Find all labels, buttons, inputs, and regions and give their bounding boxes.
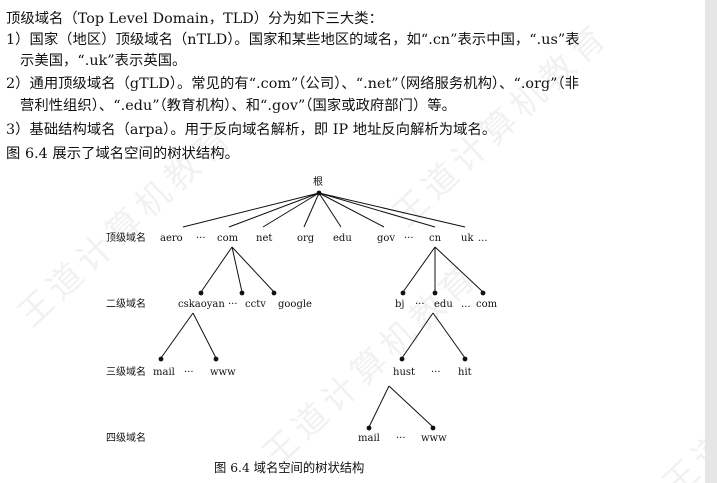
tree-node-dot [198, 290, 204, 296]
tree-edge [160, 312, 194, 359]
tree-edge [192, 312, 217, 359]
tree-node-net: net [256, 233, 272, 244]
tree-node-google: google [278, 299, 312, 310]
tree-node-dot [239, 290, 245, 296]
tree-node-com-cn: com [476, 299, 498, 310]
tree-node-dot [399, 356, 405, 362]
tree-node-gov: gov [377, 233, 395, 244]
tree-node-dot [271, 290, 277, 296]
paragraph-ntld: 1）国家（地区）顶级域名（nTLD）。国家和某些地区的域名，如“.cn”表示中国… [6, 32, 580, 48]
paragraph-ntld-cont: 示美国，“.uk”表示英国。 [20, 53, 187, 69]
tree-node-cn: cn [429, 233, 442, 244]
tree-node-dot [430, 425, 436, 431]
level-label: 顶级域名 [106, 231, 146, 244]
tree-ellipsis: ··· [404, 233, 414, 244]
tree-node-edu: edu [333, 233, 352, 244]
tree-edge [228, 192, 320, 228]
tree-edge [182, 192, 320, 228]
page-edge [705, 0, 717, 483]
tree-ellipsis: ··· [396, 433, 406, 444]
paragraph-figure-ref: 图 6.4 展示了域名空间的树状结构。 [6, 146, 239, 162]
tree-node-cskaoyan: cskaoyan [178, 299, 225, 310]
tree-edge [402, 246, 436, 293]
tree-ellipsis: ··· [184, 367, 194, 378]
tree-node-www: www [210, 367, 236, 378]
tree-node-dot [158, 356, 164, 362]
paragraph-arpa: 3）基础结构域名（arpa）。用于反向域名解析，即 IP 地址反向解析为域名。 [6, 122, 497, 138]
tree-edge [303, 192, 320, 228]
tree-edge [200, 246, 233, 293]
tree-ellipsis: ... [461, 299, 471, 310]
tree-node-hust: hust [393, 367, 415, 378]
tree-edge [318, 192, 385, 228]
paragraph-gtld-cont: 营利性组织）、“.edu”（教育机构）、和“.gov”（国家或政府部门）等。 [20, 98, 456, 114]
tree-node-www-4: www [421, 433, 447, 444]
tree-edge [262, 192, 320, 228]
tree-node-dot [462, 356, 468, 362]
tree-edge [432, 312, 466, 359]
tree-ellipsis: ··· [228, 299, 238, 310]
tree-node-com: com [217, 233, 239, 244]
tree-ellipsis: ··· [415, 299, 425, 310]
tree-ellipsis: ... [478, 233, 488, 244]
tree-edge [401, 312, 434, 359]
tree-node-dot [480, 290, 486, 296]
figure-caption: 图 6.4 域名空间的树状结构 [214, 460, 364, 475]
tree-node-dot [432, 290, 438, 296]
tree-edge [388, 385, 434, 428]
tree-edge [318, 192, 466, 228]
tree-node-dot [213, 356, 219, 362]
tree-edge [368, 385, 390, 428]
tree-node-mail-4: mail [358, 433, 380, 444]
level-label: 四级域名 [106, 431, 146, 444]
tree-ellipsis: ··· [431, 367, 441, 378]
tree-ellipsis: ··· [196, 233, 206, 244]
level-label: 三级域名 [106, 365, 146, 378]
tree-edge [434, 246, 484, 293]
tree-node-dot [366, 425, 372, 431]
tree-node-uk: uk [461, 233, 474, 244]
tree-node-aero: aero [160, 233, 183, 244]
tree-node-mail: mail [153, 367, 175, 378]
tree-edge [318, 192, 342, 228]
tree-node-bj: bj [395, 299, 405, 310]
tree-node-cctv: cctv [245, 299, 266, 310]
tree-root-label: 根 [313, 175, 323, 188]
tree-edge [231, 246, 275, 293]
tree-node-hit: hit [458, 367, 472, 378]
tree-edge [318, 192, 436, 228]
tree-node-edu-cn: edu [434, 299, 453, 310]
paragraph-intro: 顶级域名（Top Level Domain，TLD）分为如下三大类： [6, 11, 383, 27]
tree-node-dot [400, 290, 406, 296]
tree-edge [231, 246, 243, 293]
level-label: 二级域名 [106, 297, 146, 310]
paragraph-gtld: 2）通用顶级域名（gTLD）。常见的有“.com”（公司）、“.net”（网络服… [6, 76, 580, 92]
tree-node-org: org [297, 233, 315, 244]
